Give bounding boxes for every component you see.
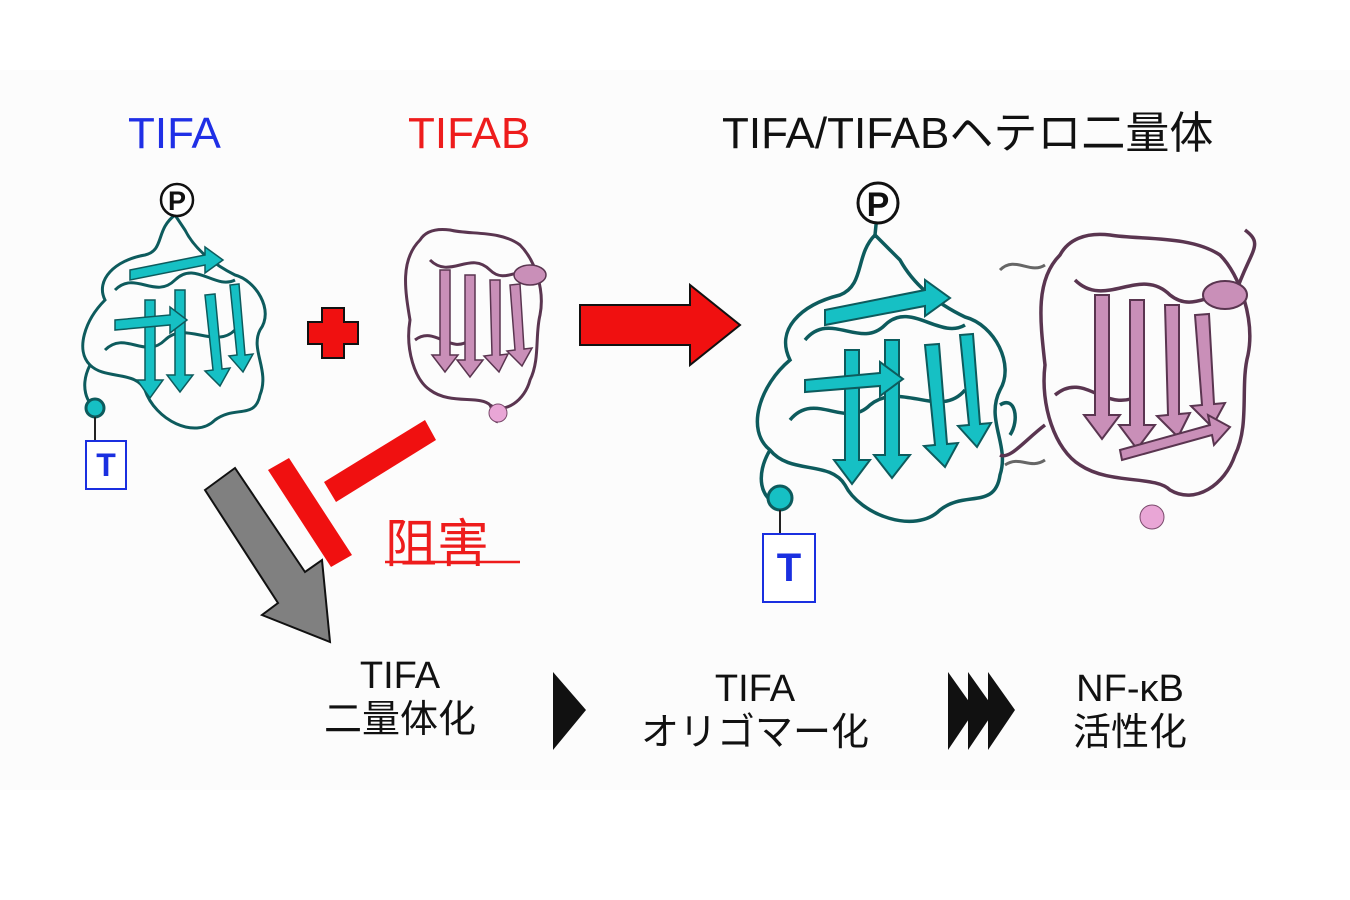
- dimer-linker: [998, 262, 1046, 272]
- terminal-tag-left: T: [85, 440, 127, 490]
- inhibition-bar: [268, 420, 436, 567]
- forms-heterodimer-arrow: [579, 282, 742, 368]
- tifa-structure: [81, 197, 267, 440]
- phospho-badge-right: P: [856, 181, 900, 225]
- pathway-step-dimerization-line1: TIFA: [359, 655, 441, 697]
- inhibition-label: 阻害: [385, 515, 490, 575]
- pathway-step-nfkb-line2: 活性化: [1072, 711, 1187, 754]
- terminal-tag-right: T: [762, 533, 816, 603]
- pathway-step-nfkb-activation: NF-κB 活性化: [1040, 668, 1220, 755]
- phospho-label-left: P: [168, 186, 186, 216]
- heterodimer-tifa-structure: [755, 214, 1017, 533]
- pathway-step-oligomerization-line1: TIFA: [714, 668, 796, 710]
- pathway-step-dimerization-line2: 二量体化: [323, 698, 476, 741]
- pathway-arrow-2: [948, 672, 1015, 750]
- pathway-step-oligomerization: TIFA オリゴマー化: [610, 668, 900, 755]
- heterodimer-title: TIFA/TIFABヘテロ二量体: [722, 109, 1214, 158]
- pathway-arrow-1: [553, 672, 586, 750]
- plus-icon: [307, 307, 359, 359]
- tifab-structure: [404, 228, 547, 424]
- phospho-label-right: P: [867, 186, 890, 224]
- dimer-linker-lower: [1004, 458, 1046, 467]
- pathway-step-nfkb-line1: NF-κB: [1076, 668, 1184, 710]
- tifab-title: TIFAB: [408, 109, 531, 158]
- pathway-step-dimerization: TIFA 二量体化: [285, 655, 515, 742]
- phospho-badge-left: P: [159, 182, 195, 218]
- heterodimer-tifab-structure: [999, 228, 1257, 530]
- tifa-title: TIFA: [128, 109, 221, 158]
- dimerization-arrow: [203, 466, 332, 644]
- pathway-step-oligomerization-line2: オリゴマー化: [640, 711, 869, 754]
